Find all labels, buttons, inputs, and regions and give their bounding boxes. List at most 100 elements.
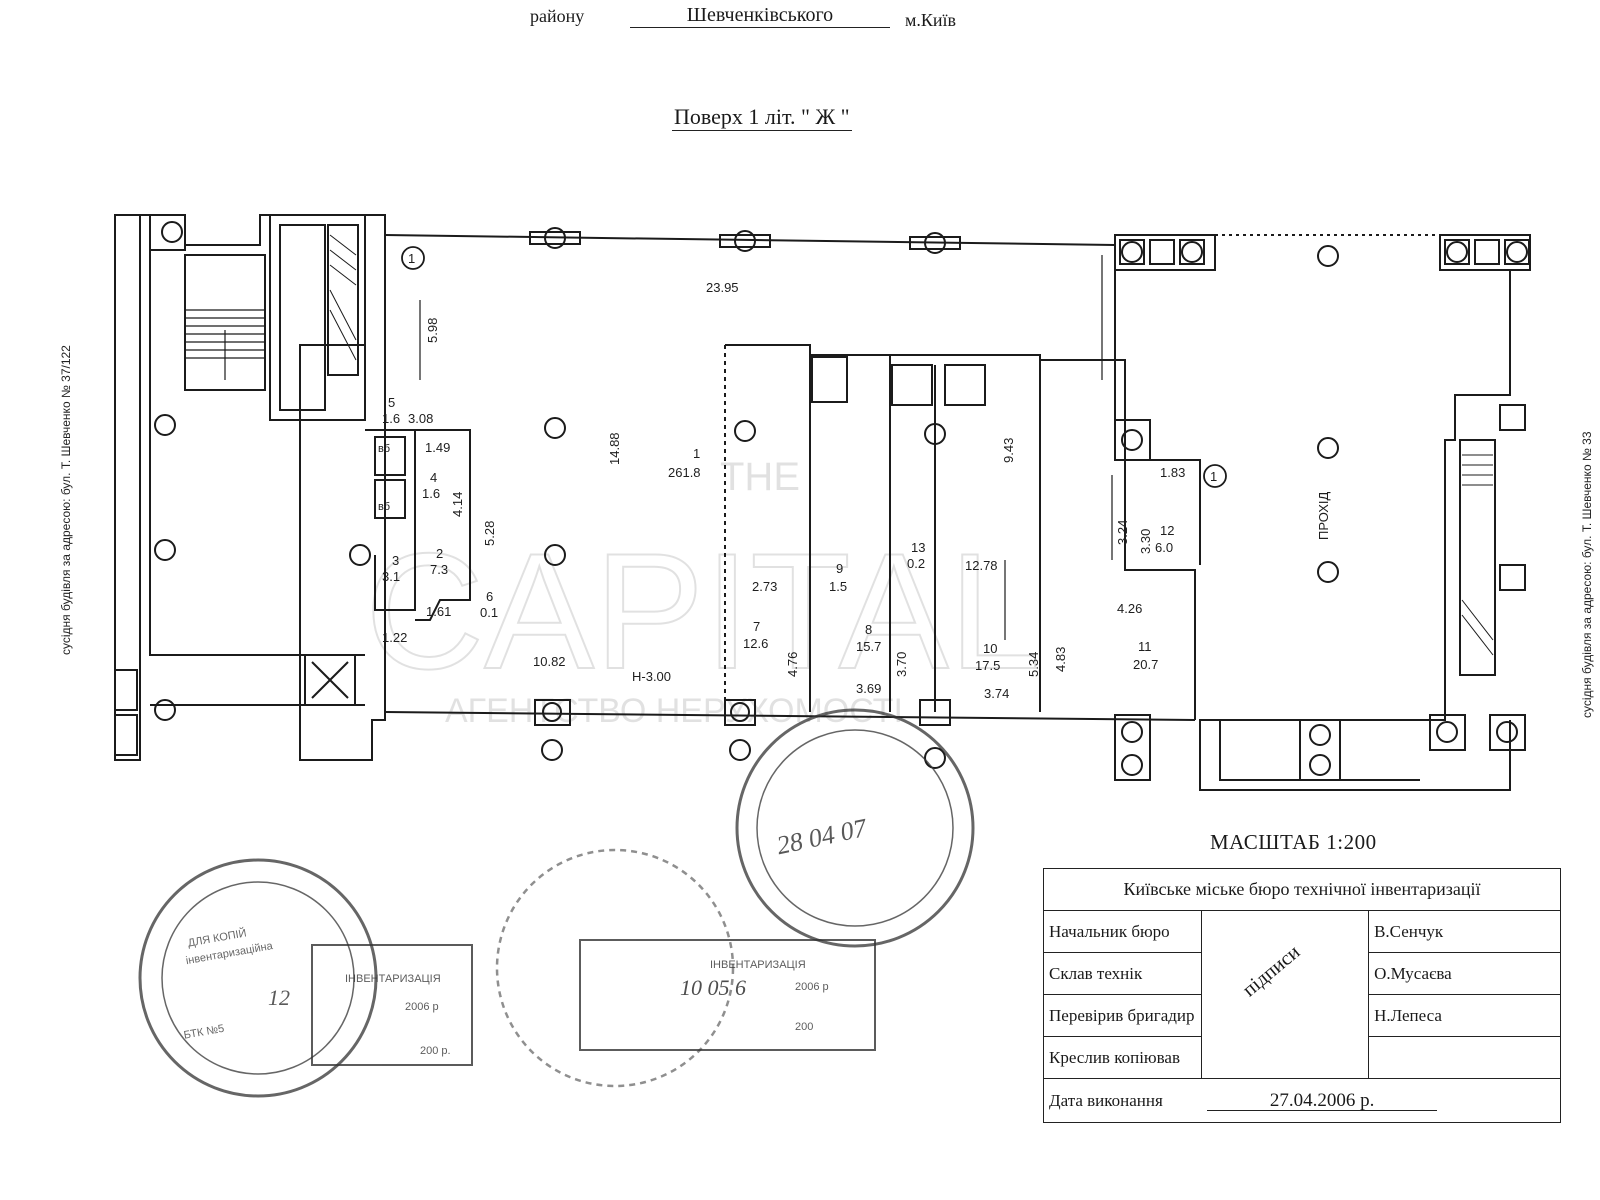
dim-label: 4.14 [450, 492, 465, 517]
round-stamp-center [495, 848, 735, 1088]
room-number: 10 [983, 641, 997, 656]
dim-label: 2.73 [752, 579, 777, 594]
svg-text:БТК №5: БТК №5 [183, 1023, 225, 1042]
svg-text:2006 р: 2006 р [405, 1001, 439, 1013]
main-hall-south-wall [384, 711, 1196, 721]
city-label: м.Київ [905, 10, 957, 30]
dim-label: 4.26 [1117, 601, 1142, 616]
room-area: 0.2 [907, 556, 925, 571]
room-number: 7 [753, 619, 760, 634]
inventory-stamp-right: ІНВЕНТАРИЗАЦІЯ 2006 р 200 10 05 6 [579, 939, 876, 1051]
title-block-role: Креслив копіював [1042, 1036, 1203, 1080]
room-area: 0.1 [480, 605, 498, 620]
dim-label: 1.49 [425, 440, 450, 455]
right-neighbor-label: сусідня будівля за адресою: бул. Т. Шевч… [1580, 431, 1594, 718]
dim-label: 3.24 [1115, 520, 1130, 545]
axis-marker-1a: 1 [401, 246, 425, 270]
dim-label: 4.83 [1053, 647, 1068, 672]
dim-label: 10.82 [533, 654, 566, 669]
height-note: Н-3.00 [632, 669, 671, 684]
room-area: 12.6 [743, 636, 768, 651]
room-area: 17.5 [975, 658, 1000, 673]
lift-shaft [304, 654, 356, 706]
signatures-cell [1201, 910, 1370, 1080]
room-area: 15.7 [856, 639, 881, 654]
title-block-org: Київське міське бюро технічної інвентари… [1043, 867, 1561, 912]
svg-text:ІНВЕНТАРИЗАЦІЯ: ІНВЕНТАРИЗАЦІЯ [710, 959, 806, 971]
wc-mark: вб [378, 443, 390, 455]
dim-label: 5.28 [482, 521, 497, 546]
room-area: 7.3 [430, 562, 448, 577]
room-number: 9 [836, 561, 843, 576]
room-labels: 1 261.8 2 7.3 3 3.1 4 1.6 5 1.6 6 0.1 7 … [378, 395, 1174, 684]
dim-label: 9.43 [1001, 438, 1016, 463]
main-hall-north-wall [384, 234, 1116, 246]
dim-label: 3.74 [984, 686, 1009, 701]
stair-3 [1459, 439, 1496, 676]
title-block-role: Начальник бюро [1042, 910, 1203, 954]
round-stamp-left: ДЛЯ КОПІЙ інвентаризаційна БТК №5 12 [138, 858, 378, 1098]
left-outer-wall [114, 214, 141, 761]
stair-1 [184, 254, 266, 391]
dim-label: 5.98 [425, 318, 440, 343]
room-number: 6 [486, 589, 493, 604]
svg-text:12: 12 [268, 985, 290, 1010]
axis-marker-1b: 1 [1203, 464, 1227, 488]
title-block-role: Склав технік [1042, 952, 1203, 996]
inventory-stamp-left: ІНВЕНТАРИЗАЦІЯ 2006 р 200 р. [311, 944, 473, 1066]
dim-label: 4.76 [785, 652, 800, 677]
room-number: 4 [430, 470, 437, 485]
title-block-name [1368, 1036, 1561, 1080]
left-wing-walls [140, 214, 386, 761]
room-area: 6.0 [1155, 540, 1173, 555]
svg-text:1: 1 [408, 251, 415, 266]
room-number: 1 [693, 446, 700, 461]
north-wall-columns [529, 227, 961, 254]
svg-text:200: 200 [795, 1021, 813, 1033]
dim-label: 23.95 [706, 280, 739, 295]
watermark: THE CAPITAL АГЕНТСТВО НЕРУХОМОСТІ [364, 455, 1041, 730]
dim-label: 1.22 [382, 630, 407, 645]
svg-text:CAPITAL: CAPITAL [365, 519, 1040, 703]
title-block-name: В.Сенчук [1368, 910, 1561, 954]
room-area: 1.6 [382, 411, 400, 426]
dim-label: 3.08 [408, 411, 433, 426]
room-number: 12 [1160, 523, 1174, 538]
wc-mark: вб [378, 501, 390, 513]
room-number: 5 [388, 395, 395, 410]
floor-title: Поверх 1 літ. " Ж " [672, 104, 852, 131]
dim-label: 14.88 [607, 432, 622, 465]
svg-text:10 05 6: 10 05 6 [680, 975, 746, 1000]
dim-label: 3.30 [1138, 529, 1153, 554]
room-area: 261.8 [668, 465, 701, 480]
dim-label: 5.34 [1026, 652, 1041, 677]
round-stamp-top: 28 04 07 [735, 708, 975, 948]
pillar [161, 221, 183, 243]
dimension-labels: 23.95 5.98 14.88 9.43 3.08 1.49 4.14 5.2… [382, 280, 1185, 701]
district-label: району [530, 6, 585, 26]
svg-text:АГЕНТСТВО НЕРУХОМОСТІ: АГЕНТСТВО НЕРУХОМОСТІ [445, 692, 903, 730]
passage-label: ПРОХІД [1316, 491, 1331, 540]
dim-label: 12.78 [965, 558, 998, 573]
room-number: 13 [911, 540, 925, 555]
dim-label: 3.70 [894, 652, 909, 677]
svg-text:ІНВЕНТАРИЗАЦІЯ: ІНВЕНТАРИЗАЦІЯ [345, 973, 441, 985]
room-area: 3.1 [382, 569, 400, 584]
svg-text:THE: THE [720, 455, 800, 499]
dim-label: 1.61 [426, 604, 451, 619]
room-area: 1.6 [422, 486, 440, 501]
room-area: 1.5 [829, 579, 847, 594]
left-inner-wall [149, 245, 365, 656]
dim-label: 1.83 [1160, 465, 1185, 480]
room-area: 20.7 [1133, 657, 1158, 672]
room-number: 2 [436, 546, 443, 561]
passage-columns [1317, 245, 1339, 583]
left-neighbor-label: сусідня будівля за адресою: бул. Т. Шевч… [59, 345, 73, 655]
svg-text:2006 р: 2006 р [795, 981, 829, 993]
room-number: 11 [1138, 639, 1152, 654]
date-value: 27.04.2006 р. [1207, 1091, 1438, 1111]
district-value: Шевченківського [630, 4, 890, 28]
scale-label: МАСШТАБ 1:200 [1210, 830, 1377, 854]
wc-block [365, 429, 416, 611]
svg-text:1: 1 [1210, 469, 1217, 484]
